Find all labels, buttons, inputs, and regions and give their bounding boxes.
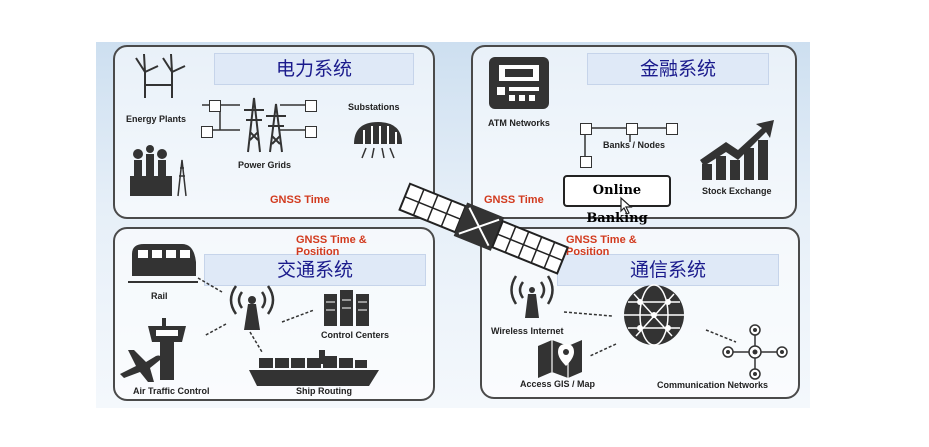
power-system-title: 电力系统 xyxy=(214,53,414,85)
finance-gnss-time-label: GNSS Time xyxy=(484,194,544,206)
grid-node xyxy=(209,100,221,112)
grid-node xyxy=(201,126,213,138)
atm-networks-label: ATM Networks xyxy=(488,118,550,128)
wind-turbine-icon xyxy=(135,53,186,98)
comms-gnss-time-label: GNSS Time & Position xyxy=(566,234,637,258)
signal-tower-icon xyxy=(229,285,275,330)
power-grids-label: Power Grids xyxy=(238,160,292,170)
transport-signal-arrows xyxy=(197,277,315,353)
power-gnss-time-label: GNSS Time xyxy=(270,194,330,206)
transport-system-title: 交通系统 xyxy=(204,254,426,286)
map-pin-icon xyxy=(538,340,582,378)
bank-node xyxy=(666,123,678,135)
gnss-line2: Position xyxy=(566,246,610,258)
gnss-line1: GNSS Time & xyxy=(566,234,637,246)
server-rack-icon xyxy=(324,290,369,326)
power-tower-icon xyxy=(244,97,286,153)
access-gis-label: Access GIS / Map xyxy=(520,379,596,389)
wireless-tower-icon xyxy=(510,275,554,318)
control-tower-icon xyxy=(148,318,186,380)
network-hub-icon xyxy=(722,324,788,380)
bank-node xyxy=(580,123,592,135)
gnss-line1: GNSS Time & xyxy=(296,234,367,246)
comms-system-title: 通信系统 xyxy=(557,254,779,286)
substations-label: Substations xyxy=(348,102,400,112)
grid-node xyxy=(305,100,317,112)
bank-node xyxy=(626,123,638,135)
energy-plants-label: Energy Plants xyxy=(126,114,187,124)
online-banking-badge: Online Banking xyxy=(563,175,671,226)
grid-node xyxy=(305,126,317,138)
ship-routing-label: Ship Routing xyxy=(296,386,352,396)
atm-icon xyxy=(489,57,549,109)
wireless-internet-label: Wireless Internet xyxy=(491,326,564,336)
gnss-line2: Position xyxy=(296,246,340,258)
finance-system-title: 金融系统 xyxy=(587,53,769,85)
train-icon xyxy=(128,244,198,283)
communication-networks-label: Communication Networks xyxy=(657,380,769,390)
substation-icon xyxy=(354,122,402,159)
stock-chart-icon xyxy=(700,120,774,180)
ship-icon xyxy=(249,350,379,386)
transport-gnss-time-label: GNSS Time & Position xyxy=(296,234,367,258)
comms-signal-arrows xyxy=(563,311,737,357)
factory-icon xyxy=(130,145,187,197)
air-traffic-control-label: Air Traffic Control xyxy=(133,386,210,396)
cursor-icon xyxy=(620,196,633,215)
airplane-icon xyxy=(120,350,161,382)
satellite-icon xyxy=(398,182,569,275)
stock-exchange-label: Stock Exchange xyxy=(702,186,772,196)
bank-node xyxy=(580,156,592,168)
banks-nodes-label: Banks / Nodes xyxy=(603,140,666,150)
rail-label: Rail xyxy=(151,291,168,301)
globe-network-icon xyxy=(624,284,684,346)
control-centers-label: Control Centers xyxy=(321,330,390,340)
